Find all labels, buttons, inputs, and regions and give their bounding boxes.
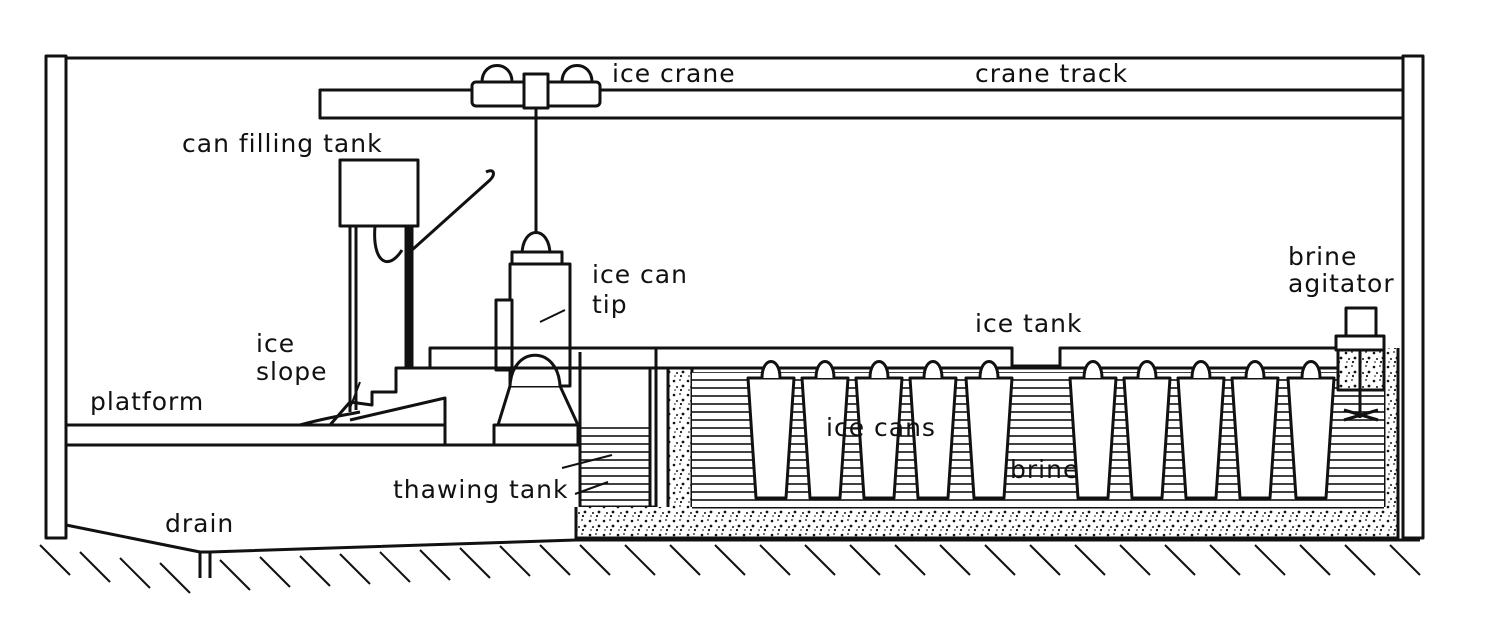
ice-can-hook-9: [1244, 360, 1266, 379]
label-drain: drain: [165, 509, 234, 538]
label-ice-slope-line2: slope: [256, 357, 328, 386]
leader-ice-can-tip: [539, 309, 566, 323]
ice-can-8: [1176, 376, 1226, 500]
platform: [66, 410, 580, 447]
ground-hatching: [39, 544, 1421, 594]
ice-can-hook-10: [1300, 360, 1322, 379]
ice-can-hook-7: [1136, 360, 1158, 379]
label-thawing-tank: thawing tank: [393, 475, 568, 504]
label-ice-can-tip-line1: ice can: [592, 260, 688, 289]
label-ice-cans: ice cans: [826, 413, 936, 442]
right-building-column: [1401, 54, 1425, 540]
ice-can-hook-6: [1082, 360, 1104, 379]
leader-ice-slope: [349, 381, 361, 409]
label-crane-track: crane track: [975, 59, 1128, 88]
ice-can-1: [746, 376, 796, 500]
thawing-tank: [578, 368, 656, 509]
ice-can-hook-1: [760, 360, 782, 379]
label-ice-crane: ice crane: [612, 59, 736, 88]
ice-can-hook-4: [922, 360, 944, 379]
leader-thawing-tank-2: [574, 481, 609, 495]
label-brine: brine: [1010, 455, 1079, 484]
leader-thawing-tank: [561, 454, 613, 469]
label-ice-tank: ice tank: [975, 309, 1082, 338]
brine-agitator: [1334, 306, 1386, 422]
labels: ice crane crane track can filling tank i…: [90, 59, 1395, 538]
left-building-column: [44, 54, 68, 540]
label-can-filling-tank: can filling tank: [182, 129, 383, 158]
label-platform: platform: [90, 387, 204, 416]
ice-can-hook-8: [1190, 360, 1212, 379]
ice-can-10: [1286, 376, 1336, 500]
can-filling-tank: [338, 158, 495, 412]
label-brine-agitator-line1: brine: [1288, 242, 1357, 271]
label-ice-can-tip-line2: tip: [592, 290, 628, 319]
ice-can-tip: [492, 231, 580, 447]
ice-can-5: [964, 376, 1014, 500]
ice-slope: [328, 346, 658, 508]
label-ice-slope-line1: ice: [256, 329, 295, 358]
floor: [65, 523, 1420, 578]
ice-can-hook-2: [814, 360, 836, 379]
ice-can-7: [1122, 376, 1172, 500]
label-brine-agitator-line2: agitator: [1288, 269, 1395, 298]
ice-crane: [470, 64, 602, 232]
ice-cans-group: [746, 360, 1336, 500]
ice-can-hook-3: [868, 360, 890, 379]
ice-can-9: [1230, 376, 1280, 500]
ice-can-hook-5: [978, 360, 1000, 379]
